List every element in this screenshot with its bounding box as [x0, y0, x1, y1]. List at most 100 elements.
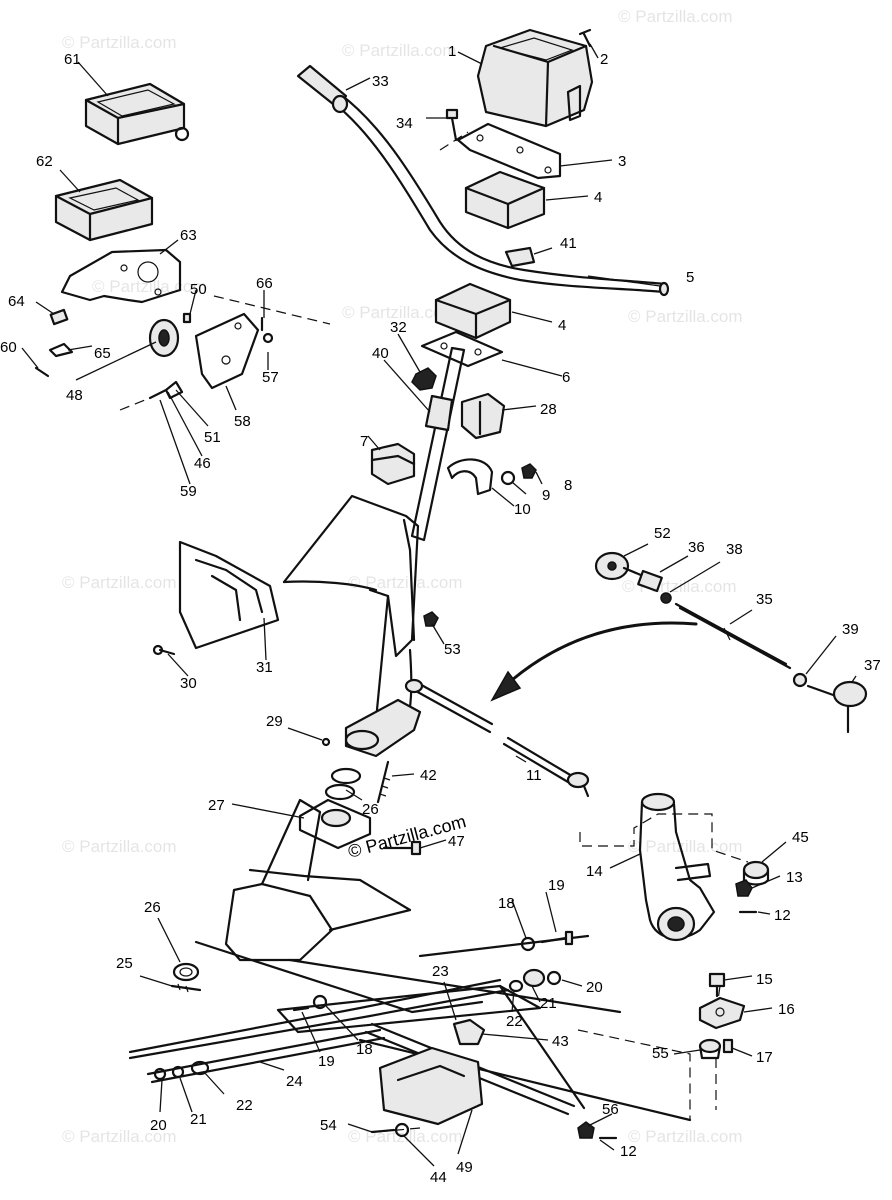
callout-51: 51	[204, 429, 221, 446]
callout-52: 52	[654, 525, 671, 542]
bracket-49	[378, 1046, 484, 1126]
callout-66: 66	[256, 275, 273, 292]
clip-65	[48, 342, 74, 358]
callout-35: 35	[756, 591, 773, 608]
spindle-14	[638, 792, 716, 942]
callout-36: 36	[688, 539, 705, 556]
washer-18a	[312, 994, 328, 1010]
callout-19: 19	[318, 1053, 335, 1070]
callout-8: 8	[564, 477, 572, 494]
nut-8	[521, 463, 537, 479]
bolt-19a	[292, 1006, 310, 1012]
nut-38	[660, 592, 672, 604]
callout-42: 42	[420, 767, 437, 784]
frame-upper	[282, 494, 420, 722]
washer-9	[500, 470, 516, 486]
callout-47: 47	[448, 833, 465, 850]
callout-23: 23	[432, 963, 449, 980]
callout-21: 21	[540, 995, 557, 1012]
callout-48: 48	[66, 387, 83, 404]
callout-28: 28	[540, 401, 557, 418]
bushing-20-21	[153, 968, 562, 1081]
callout-3: 3	[618, 153, 626, 170]
washer-26b	[172, 962, 200, 982]
callout-56: 56	[602, 1101, 619, 1118]
callout-61: 61	[64, 51, 81, 68]
plate-6	[420, 330, 504, 368]
callout-4: 4	[558, 317, 566, 334]
callout-62: 62	[36, 153, 53, 170]
callout-63: 63	[180, 227, 197, 244]
handlebar-5	[328, 92, 670, 297]
bolt-34	[445, 108, 459, 142]
clamp-4-upper	[464, 170, 546, 230]
pitman-arm	[344, 698, 422, 758]
callout-54: 54	[320, 1117, 337, 1134]
callout-12: 12	[774, 907, 791, 924]
bushing-55	[698, 1038, 722, 1060]
callout-64: 64	[8, 293, 25, 310]
callout-40: 40	[372, 345, 389, 362]
pad-41	[504, 246, 536, 268]
callout-41: 41	[560, 235, 577, 252]
callout-24: 24	[286, 1073, 303, 1090]
callout-17: 17	[756, 1049, 773, 1066]
callout-31: 31	[256, 659, 273, 676]
headlight-lens-62	[54, 178, 154, 242]
nut-13	[735, 879, 753, 897]
washer-26	[324, 767, 362, 801]
callout-46: 46	[194, 455, 211, 472]
callout-21: 21	[190, 1111, 207, 1128]
cover-31	[178, 540, 280, 650]
sleeve-36	[637, 569, 663, 593]
callout-25: 25	[116, 955, 133, 972]
direction-arrow	[490, 621, 698, 702]
headlight-housing-1	[476, 28, 594, 128]
pin-60	[34, 366, 50, 378]
callout-19: 19	[548, 877, 565, 894]
callout-13: 13	[786, 869, 803, 886]
plate-3	[456, 122, 562, 180]
callout-20: 20	[586, 979, 603, 996]
callout-45: 45	[792, 829, 809, 846]
callout-1: 1	[448, 43, 456, 60]
bushing-45	[742, 860, 770, 886]
bolt-42	[376, 760, 391, 804]
nut-39	[792, 672, 808, 688]
callout-38: 38	[726, 541, 743, 558]
bolt-19b	[540, 930, 574, 946]
tie-rod-end-52	[594, 551, 650, 581]
callout-59: 59	[180, 483, 197, 500]
steering-arm	[404, 678, 494, 734]
watermark: © Partzilla.com	[348, 573, 463, 592]
callout-34: 34	[396, 115, 413, 132]
watermark: © Partzilla.com	[62, 33, 177, 52]
callout-65: 65	[94, 345, 111, 362]
headlight-cover-61	[84, 82, 190, 146]
watermark: © Partzilla.com	[628, 837, 743, 856]
callout-15: 15	[756, 971, 773, 988]
mounting-plate-63	[60, 248, 182, 304]
tie-rod-35	[674, 602, 792, 670]
callout-20: 20	[150, 1117, 167, 1134]
watermark: © Partzilla.com	[62, 573, 177, 592]
screw-30	[152, 644, 176, 656]
callout-32: 32	[390, 319, 407, 336]
callout-33: 33	[372, 73, 389, 90]
bracket-28	[460, 392, 506, 440]
callout-50: 50	[190, 281, 207, 298]
callout-18: 18	[498, 895, 515, 912]
clamp-10	[446, 458, 494, 496]
bearing-plate-27	[298, 798, 372, 850]
tie-rod-end-37	[806, 680, 868, 734]
watermark: © Partzilla.com	[62, 1127, 177, 1146]
watermark: © Partzilla.com	[628, 307, 743, 326]
nut-56	[577, 1121, 595, 1139]
callout-18: 18	[356, 1041, 373, 1058]
bolt-46-51-59	[148, 380, 184, 400]
shaft-24	[146, 1028, 386, 1084]
callout-39: 39	[842, 621, 859, 638]
callout-5: 5	[686, 269, 694, 286]
nut-57	[262, 332, 274, 344]
grip-33	[296, 64, 349, 114]
